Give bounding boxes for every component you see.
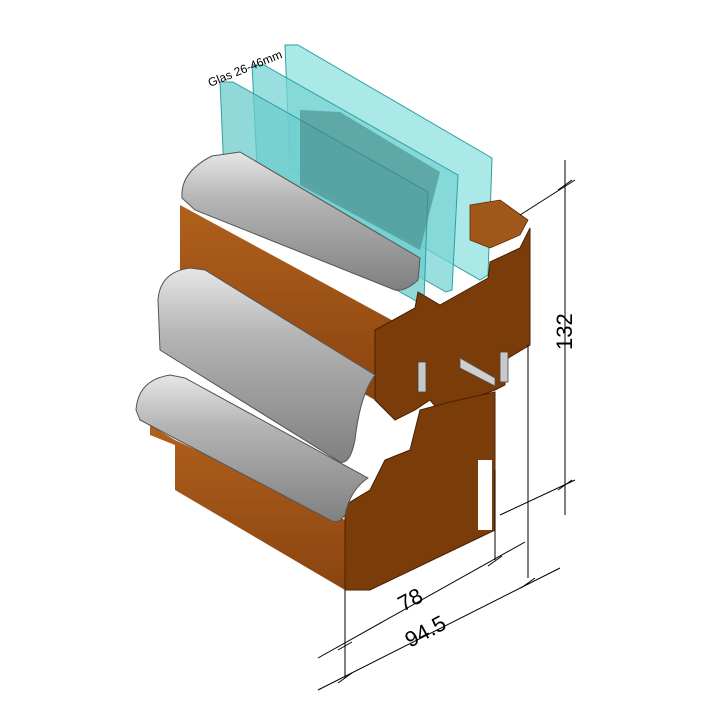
dim-94-line: [317, 567, 561, 691]
hardware-clip-right: [499, 351, 509, 383]
tick: [520, 577, 536, 589]
tick: [337, 641, 353, 651]
dim-132-ext-top: [519, 179, 576, 216]
frame-groove: [478, 460, 492, 530]
frame-wood-face: [150, 425, 345, 590]
tick: [487, 555, 503, 567]
glass-spacer: [300, 110, 440, 250]
tick: [557, 179, 573, 191]
hardware-clip: [417, 361, 427, 393]
dim-94-label: 94.5: [401, 610, 451, 652]
sash-wood-face: [180, 205, 410, 400]
tick: [337, 672, 353, 684]
aluminum-cap-bottom: [135, 374, 369, 523]
sash-top-wood: [469, 199, 529, 249]
aluminum-cap-middle: [157, 267, 376, 463]
seal-strip: [459, 357, 496, 387]
dim-78-line: [317, 541, 526, 659]
dimension-lines: [317, 160, 576, 691]
tick: [557, 479, 573, 491]
glass-panes: [219, 44, 493, 303]
dim-132-ext-bottom: [499, 479, 576, 516]
frame-cross-section: [344, 391, 496, 591]
dim-132-label: 132: [552, 313, 577, 350]
dim-78-label: 78: [394, 583, 427, 617]
aluminum-cap-top: [181, 151, 421, 291]
